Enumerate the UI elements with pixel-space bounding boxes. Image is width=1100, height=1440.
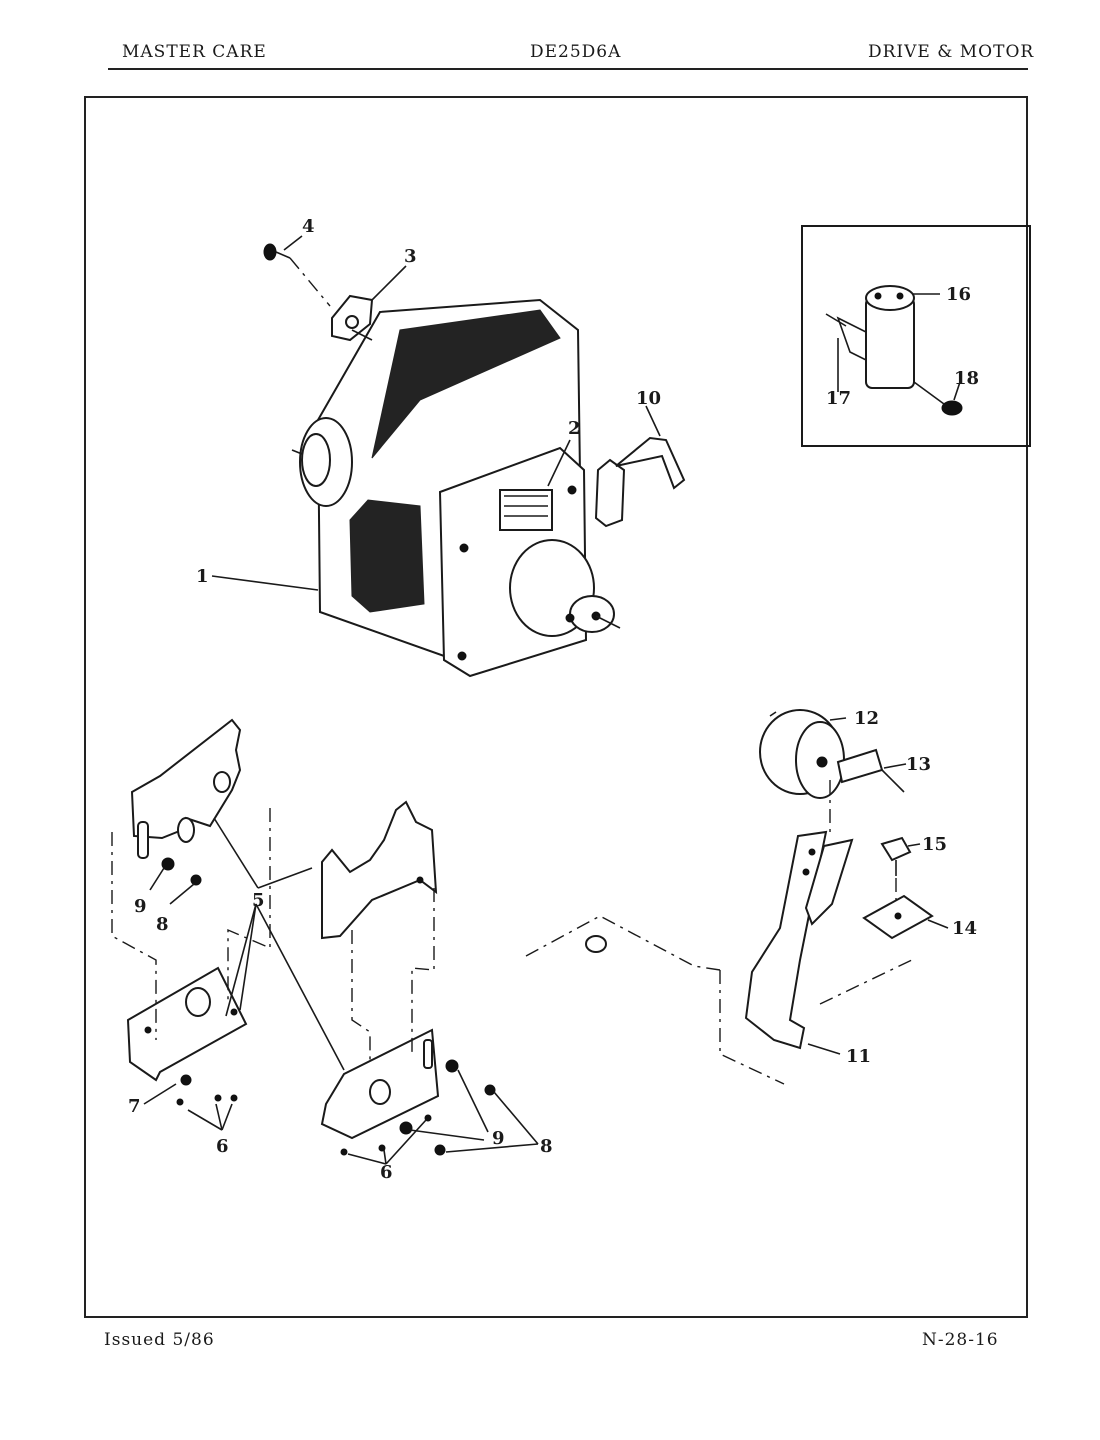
callout-9-center: 9 xyxy=(492,1128,505,1149)
callout-16: 16 xyxy=(946,284,971,305)
callout-4: 4 xyxy=(302,216,315,237)
fastener-set xyxy=(161,857,496,1156)
callout-5: 5 xyxy=(252,890,265,911)
header-model: DE25D6A xyxy=(530,42,622,62)
capacitor-inset-box xyxy=(801,225,1031,447)
callout-12: 12 xyxy=(854,708,879,729)
callout-13: 13 xyxy=(906,754,931,775)
idler-bolt xyxy=(880,836,912,876)
motor-clamp xyxy=(331,294,374,342)
mount-angle-center xyxy=(320,1028,440,1140)
header-brand: MASTER CARE xyxy=(122,42,267,62)
switch-bracket xyxy=(594,436,686,528)
mount-bracket-center xyxy=(321,800,438,940)
callout-7: 7 xyxy=(128,1096,141,1117)
callout-11: 11 xyxy=(846,1046,871,1067)
header-rule xyxy=(108,68,1028,70)
pulley-shaft xyxy=(836,748,905,793)
footer-issued: Issued 5/86 xyxy=(104,1330,215,1350)
assembly-guides xyxy=(111,780,897,1060)
callout-6-center: 6 xyxy=(380,1162,393,1183)
callout-3: 3 xyxy=(404,246,417,267)
callout-leaders xyxy=(143,235,961,1165)
mount-bracket-left xyxy=(130,718,242,859)
callout-10: 10 xyxy=(636,388,661,409)
footer-page-code: N-28-16 xyxy=(922,1330,999,1350)
callout-17: 17 xyxy=(826,388,851,409)
header-section: DRIVE & MOTOR xyxy=(868,42,1035,62)
callout-8-left: 8 xyxy=(156,914,169,935)
capacitor xyxy=(825,285,963,416)
base-plate xyxy=(525,915,917,1085)
callout-15: 15 xyxy=(922,834,947,855)
idler-clip xyxy=(862,894,934,940)
diagram-frame xyxy=(84,96,1028,1318)
idler-arm xyxy=(744,830,854,1050)
callout-14: 14 xyxy=(952,918,977,939)
mount-angle-left xyxy=(126,966,248,1082)
callout-8-center: 8 xyxy=(540,1136,553,1157)
callout-18: 18 xyxy=(954,368,979,389)
callout-6-left: 6 xyxy=(216,1136,229,1157)
callout-9-left: 9 xyxy=(134,896,147,917)
callout-1: 1 xyxy=(196,566,209,587)
clamp-screw xyxy=(263,243,331,307)
callout-2: 2 xyxy=(568,418,581,439)
drive-motor xyxy=(291,298,621,678)
idler-pulley xyxy=(759,709,845,799)
